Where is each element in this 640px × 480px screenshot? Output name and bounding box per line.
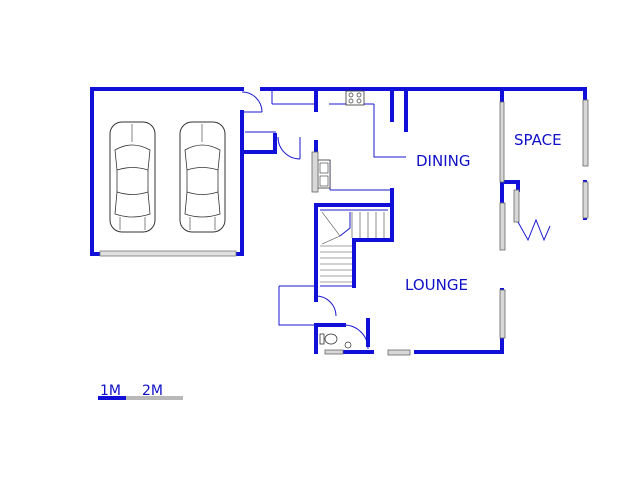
scale-label-2m: 2M <box>142 383 163 399</box>
sink-icon <box>317 159 331 189</box>
window-wc <box>324 349 344 355</box>
staircase <box>314 188 394 292</box>
window-lounge <box>387 349 411 356</box>
room-label-dining: DINING <box>416 152 470 170</box>
window-kitchen <box>311 151 319 193</box>
stove-icon <box>345 90 365 106</box>
garage-door <box>99 250 237 257</box>
guest-wc <box>278 284 370 355</box>
car-icon-left <box>109 121 156 233</box>
scale-bar: 1M 2M <box>98 383 183 400</box>
car-icon-right <box>179 121 226 233</box>
scale-label-1m: 1M <box>100 383 121 399</box>
garage <box>90 87 244 257</box>
east-openings <box>499 99 589 339</box>
room-label-space: SPACE <box>514 131 562 149</box>
room-label-lounge: LOUNGE <box>405 276 468 294</box>
garage-door-swing <box>241 91 263 113</box>
exterior-walls <box>260 87 587 354</box>
